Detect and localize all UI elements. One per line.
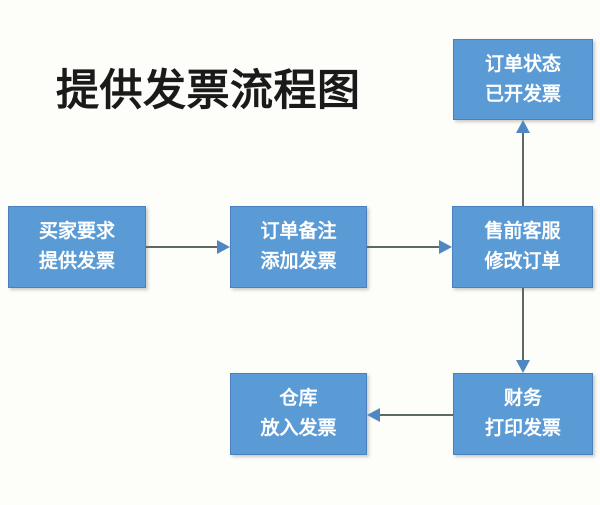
arrow-shaft: [522, 288, 524, 361]
arrowhead-right-icon: [439, 240, 452, 254]
node-label-line: 订单状态: [484, 53, 561, 75]
page-title: 提供发票流程图: [56, 67, 361, 115]
node-finance-print: 财务 打印发票: [453, 373, 593, 455]
arrow-presales-to-status: [516, 120, 530, 206]
arrow-finance-to-warehouse: [367, 408, 453, 422]
node-label-line: 放入发票: [260, 418, 337, 439]
arrow-note-to-presales: [367, 240, 452, 254]
node-label-line: 售前客服: [484, 221, 561, 242]
arrowhead-right-icon: [217, 240, 230, 254]
node-label-line: 添加发票: [260, 251, 337, 272]
node-label-line: 财务: [503, 388, 542, 409]
node-label-line: 仓库: [279, 388, 318, 409]
node-presales-service: 售前客服 修改订单: [452, 206, 593, 288]
node-label-line: 修改订单: [484, 251, 561, 272]
arrow-shaft: [379, 414, 453, 416]
node-label-line: 提供发票: [38, 251, 115, 272]
node-label-line: 订单备注: [260, 221, 337, 242]
node-order-note: 订单备注 添加发票: [230, 206, 367, 288]
arrowhead-left-icon: [367, 408, 380, 422]
arrow-shaft: [146, 246, 218, 248]
arrow-buyer-to-note: [146, 240, 230, 254]
node-warehouse-insert: 仓库 放入发票: [230, 373, 367, 455]
node-label-line: 买家要求: [38, 221, 115, 242]
node-order-status: 订单状态 已开发票: [453, 39, 593, 120]
node-label-line: 已开发票: [484, 83, 561, 105]
node-buyer-request: 买家要求 提供发票: [8, 206, 146, 288]
arrow-presales-to-finance: [516, 288, 530, 373]
arrowhead-down-icon: [516, 360, 530, 373]
arrowhead-up-icon: [516, 120, 530, 133]
arrow-shaft: [522, 132, 524, 206]
arrow-shaft: [367, 246, 440, 248]
node-label-line: 打印发票: [484, 418, 561, 439]
